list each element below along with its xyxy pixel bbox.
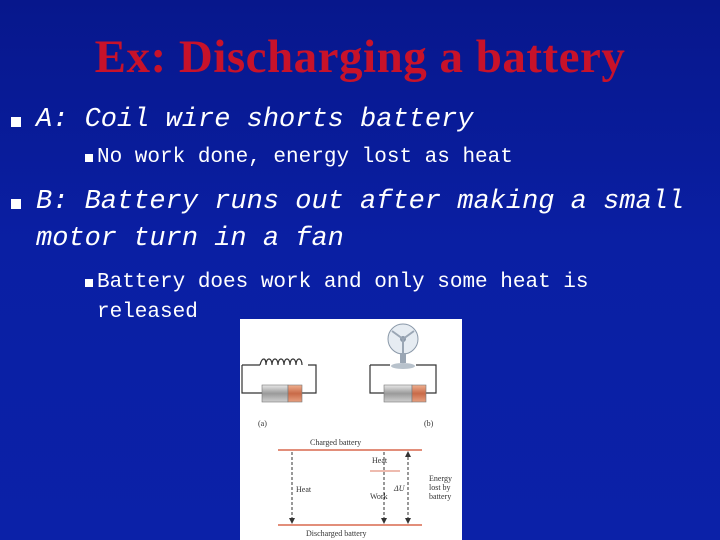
- sub-bullet-b-text-line2: released: [97, 301, 198, 324]
- fan-circuit: [369, 323, 437, 403]
- bullet-marker: [11, 199, 21, 209]
- charged-battery-label: Charged battery: [310, 438, 361, 447]
- sub-bullet-marker: [85, 279, 93, 287]
- energy-lost-label-line1: Energy: [429, 474, 452, 483]
- coil-icon: [259, 358, 303, 366]
- energy-lost-label-line2: lost by: [429, 483, 451, 492]
- battery-icon: [261, 384, 303, 403]
- arrowhead-icon: [405, 451, 411, 457]
- slide-title: Ex: Discharging a battery: [94, 31, 626, 83]
- sub-bullet-a-text: No work done, energy lost as heat: [97, 146, 513, 169]
- heat-label-a: Heat: [296, 485, 312, 494]
- label-a: (a): [258, 419, 267, 428]
- sub-bullet-marker: [85, 154, 93, 162]
- discharged-battery-label: Discharged battery: [306, 529, 367, 538]
- bullet-marker: [11, 117, 21, 127]
- bullet-b-text-line1: B: Battery runs out after making a small: [36, 187, 685, 217]
- battery-icon: [383, 384, 427, 403]
- arrowhead-icon: [405, 518, 411, 524]
- arrowhead-icon: [289, 518, 295, 524]
- energy-lost-label-line3: battery: [429, 492, 451, 501]
- arrowhead-icon: [381, 518, 387, 524]
- bullet-a-text: A: Coil wire shorts battery: [36, 105, 474, 135]
- work-label: Work: [370, 492, 388, 501]
- sub-bullet-b-text-line1: Battery does work and only some heat is: [97, 271, 589, 294]
- coil-circuit: [241, 358, 317, 403]
- delta-u-label: ΔU: [393, 484, 406, 493]
- battery-diagram: (a) (b) Charged battery Discharged batte…: [241, 323, 452, 538]
- bullet-b-text-line2: motor turn in a fan: [36, 224, 344, 254]
- heat-label-b: Heat: [372, 456, 388, 465]
- label-b: (b): [424, 419, 434, 428]
- fan-icon: [387, 323, 419, 369]
- battery-energy-figure: (a) (b) Charged battery Discharged batte…: [240, 319, 462, 540]
